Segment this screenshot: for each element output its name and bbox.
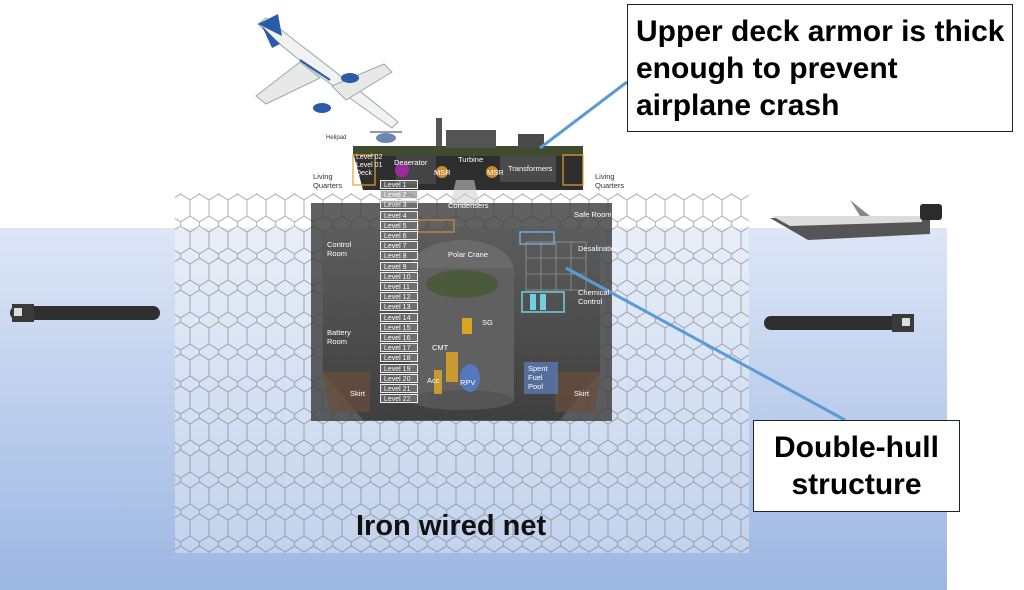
- callout-double-hull: Double-hull structure: [753, 420, 960, 512]
- label-battery-room: Battery Room: [327, 328, 351, 346]
- label-chemical-control: Chemical Control: [578, 288, 610, 306]
- level-label: Level 10: [380, 271, 418, 281]
- level-label: Level 14: [380, 312, 418, 322]
- level-label: Level 8: [380, 251, 418, 261]
- boat-icon: [770, 200, 942, 240]
- label-desalination: Desalination: [578, 244, 620, 253]
- label-spent-fuel-pool: Spent Fuel Pool: [528, 364, 548, 391]
- label-skirt-right: Skirt: [574, 389, 589, 398]
- level-label: Level 16: [380, 333, 418, 342]
- label-helipad: Helipad: [326, 135, 347, 141]
- level-label: Level 1: [380, 180, 418, 189]
- arrow-double-hull: [565, 266, 846, 422]
- airplane-icon: [255, 14, 399, 129]
- label-control-room: Control Room: [327, 240, 352, 258]
- label-turbine: Turbine: [458, 155, 484, 164]
- level-label: Level 7: [380, 241, 418, 251]
- level-label: Level 22: [380, 394, 418, 404]
- torpedo-left-icon: [10, 304, 160, 322]
- label-sg: SG: [482, 318, 493, 327]
- label-living-quarters-right: Living Quarters: [595, 172, 625, 190]
- label-msr-left: MSR: [434, 168, 451, 177]
- label-acc: Acc: [427, 376, 440, 385]
- helicopter-icon: [370, 131, 402, 143]
- iron-net-label: Iron wired net: [356, 510, 547, 542]
- level-label: Level 21: [380, 384, 418, 393]
- level-label: Level 11: [380, 282, 418, 291]
- level-label: Level 13: [380, 302, 418, 312]
- deck-level-01: Level 01: [356, 162, 383, 169]
- level-label: Level 6: [380, 231, 418, 240]
- level-label: Level 19: [380, 363, 418, 373]
- level-label: Level 20: [380, 373, 418, 383]
- level-label: Level 18: [380, 353, 418, 363]
- level-label: Level 17: [380, 343, 418, 353]
- label-deaerator: Deaerator: [394, 158, 428, 167]
- level-label: Level 15: [380, 322, 418, 332]
- level-label: Level 2: [380, 190, 418, 200]
- label-condensers: Condensers: [448, 201, 489, 210]
- torpedo-right-icon: [764, 314, 914, 332]
- level-label: Level 3: [380, 200, 418, 210]
- deck-level-deck: Deck: [356, 170, 372, 177]
- label-rpv: RPV: [460, 378, 476, 387]
- callout-upper-deck-armor: Upper deck armor is thick enough to prev…: [627, 4, 1013, 132]
- label-cmt: CMT: [432, 343, 449, 352]
- level-label: Level 4: [380, 210, 418, 220]
- label-msr-right: MSR: [487, 168, 504, 177]
- label-safe-room: Safe Room: [574, 210, 612, 219]
- level-label: Level 9: [380, 261, 418, 271]
- label-transformers: Transformers: [508, 164, 553, 173]
- deck-level-02: Level 02: [356, 154, 383, 161]
- arrow-upper-deck: [539, 80, 628, 150]
- level-label: Level 5: [380, 220, 418, 230]
- label-living-quarters-left: Living Quarters: [313, 172, 343, 190]
- label-polar-crane: Polar Crane: [448, 250, 489, 259]
- label-skirt-left: Skirt: [350, 389, 365, 398]
- level-label: Level 12: [380, 292, 418, 302]
